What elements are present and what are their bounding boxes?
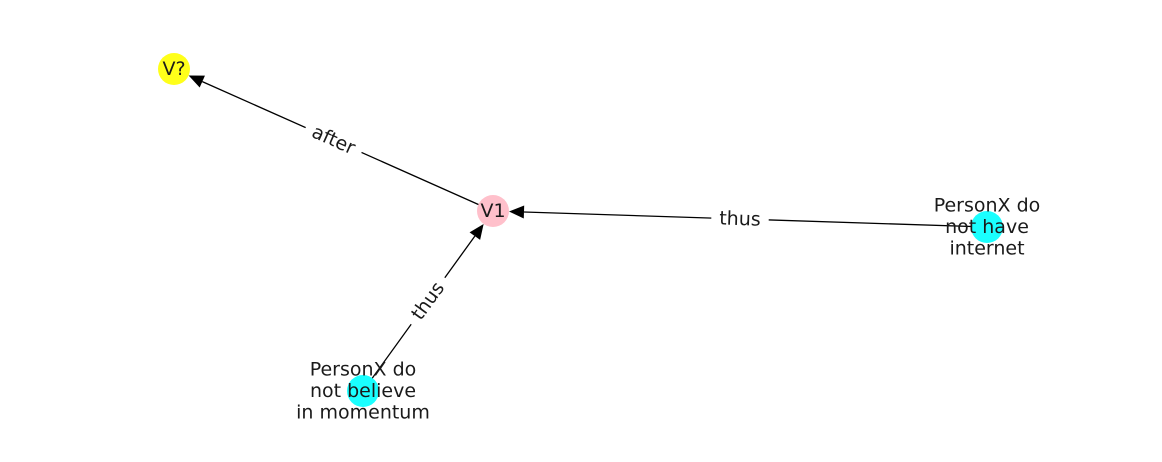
edge-label-group: thus bbox=[400, 270, 456, 332]
node-label-line: not have bbox=[945, 216, 1029, 238]
edge-label-group: after bbox=[300, 115, 367, 165]
node-label-line: PersonX do bbox=[310, 359, 417, 381]
edge-label-background bbox=[710, 205, 770, 233]
edge-label: thus bbox=[719, 207, 761, 230]
node-circle bbox=[158, 53, 190, 85]
node-label-line: internet bbox=[949, 238, 1024, 260]
edges-layer: after thus thus bbox=[188, 75, 988, 392]
arrowhead bbox=[469, 223, 484, 240]
node-label-line: in momentum bbox=[296, 402, 430, 424]
arrowhead bbox=[508, 205, 525, 219]
edge-label-background bbox=[400, 270, 456, 332]
edge-e-internet-v1: thus bbox=[508, 205, 988, 233]
edge-e-momentum-v1: thus bbox=[362, 223, 484, 392]
node-circle bbox=[971, 211, 1003, 243]
node-label-line: not believe bbox=[310, 380, 416, 402]
node-circle bbox=[477, 195, 509, 227]
node-label: V1 bbox=[480, 200, 505, 222]
node-label: V? bbox=[162, 58, 185, 80]
edge-e-v1-vunknown: after bbox=[188, 75, 494, 212]
edge-label-group: thus bbox=[710, 205, 770, 233]
node-circle bbox=[347, 375, 379, 407]
node-v1: V1 bbox=[477, 195, 509, 227]
edge-label-background bbox=[300, 115, 367, 165]
arrowhead bbox=[188, 75, 205, 88]
node-v_unknown: V? bbox=[158, 53, 190, 85]
node-label-line: PersonX do bbox=[934, 195, 1041, 217]
